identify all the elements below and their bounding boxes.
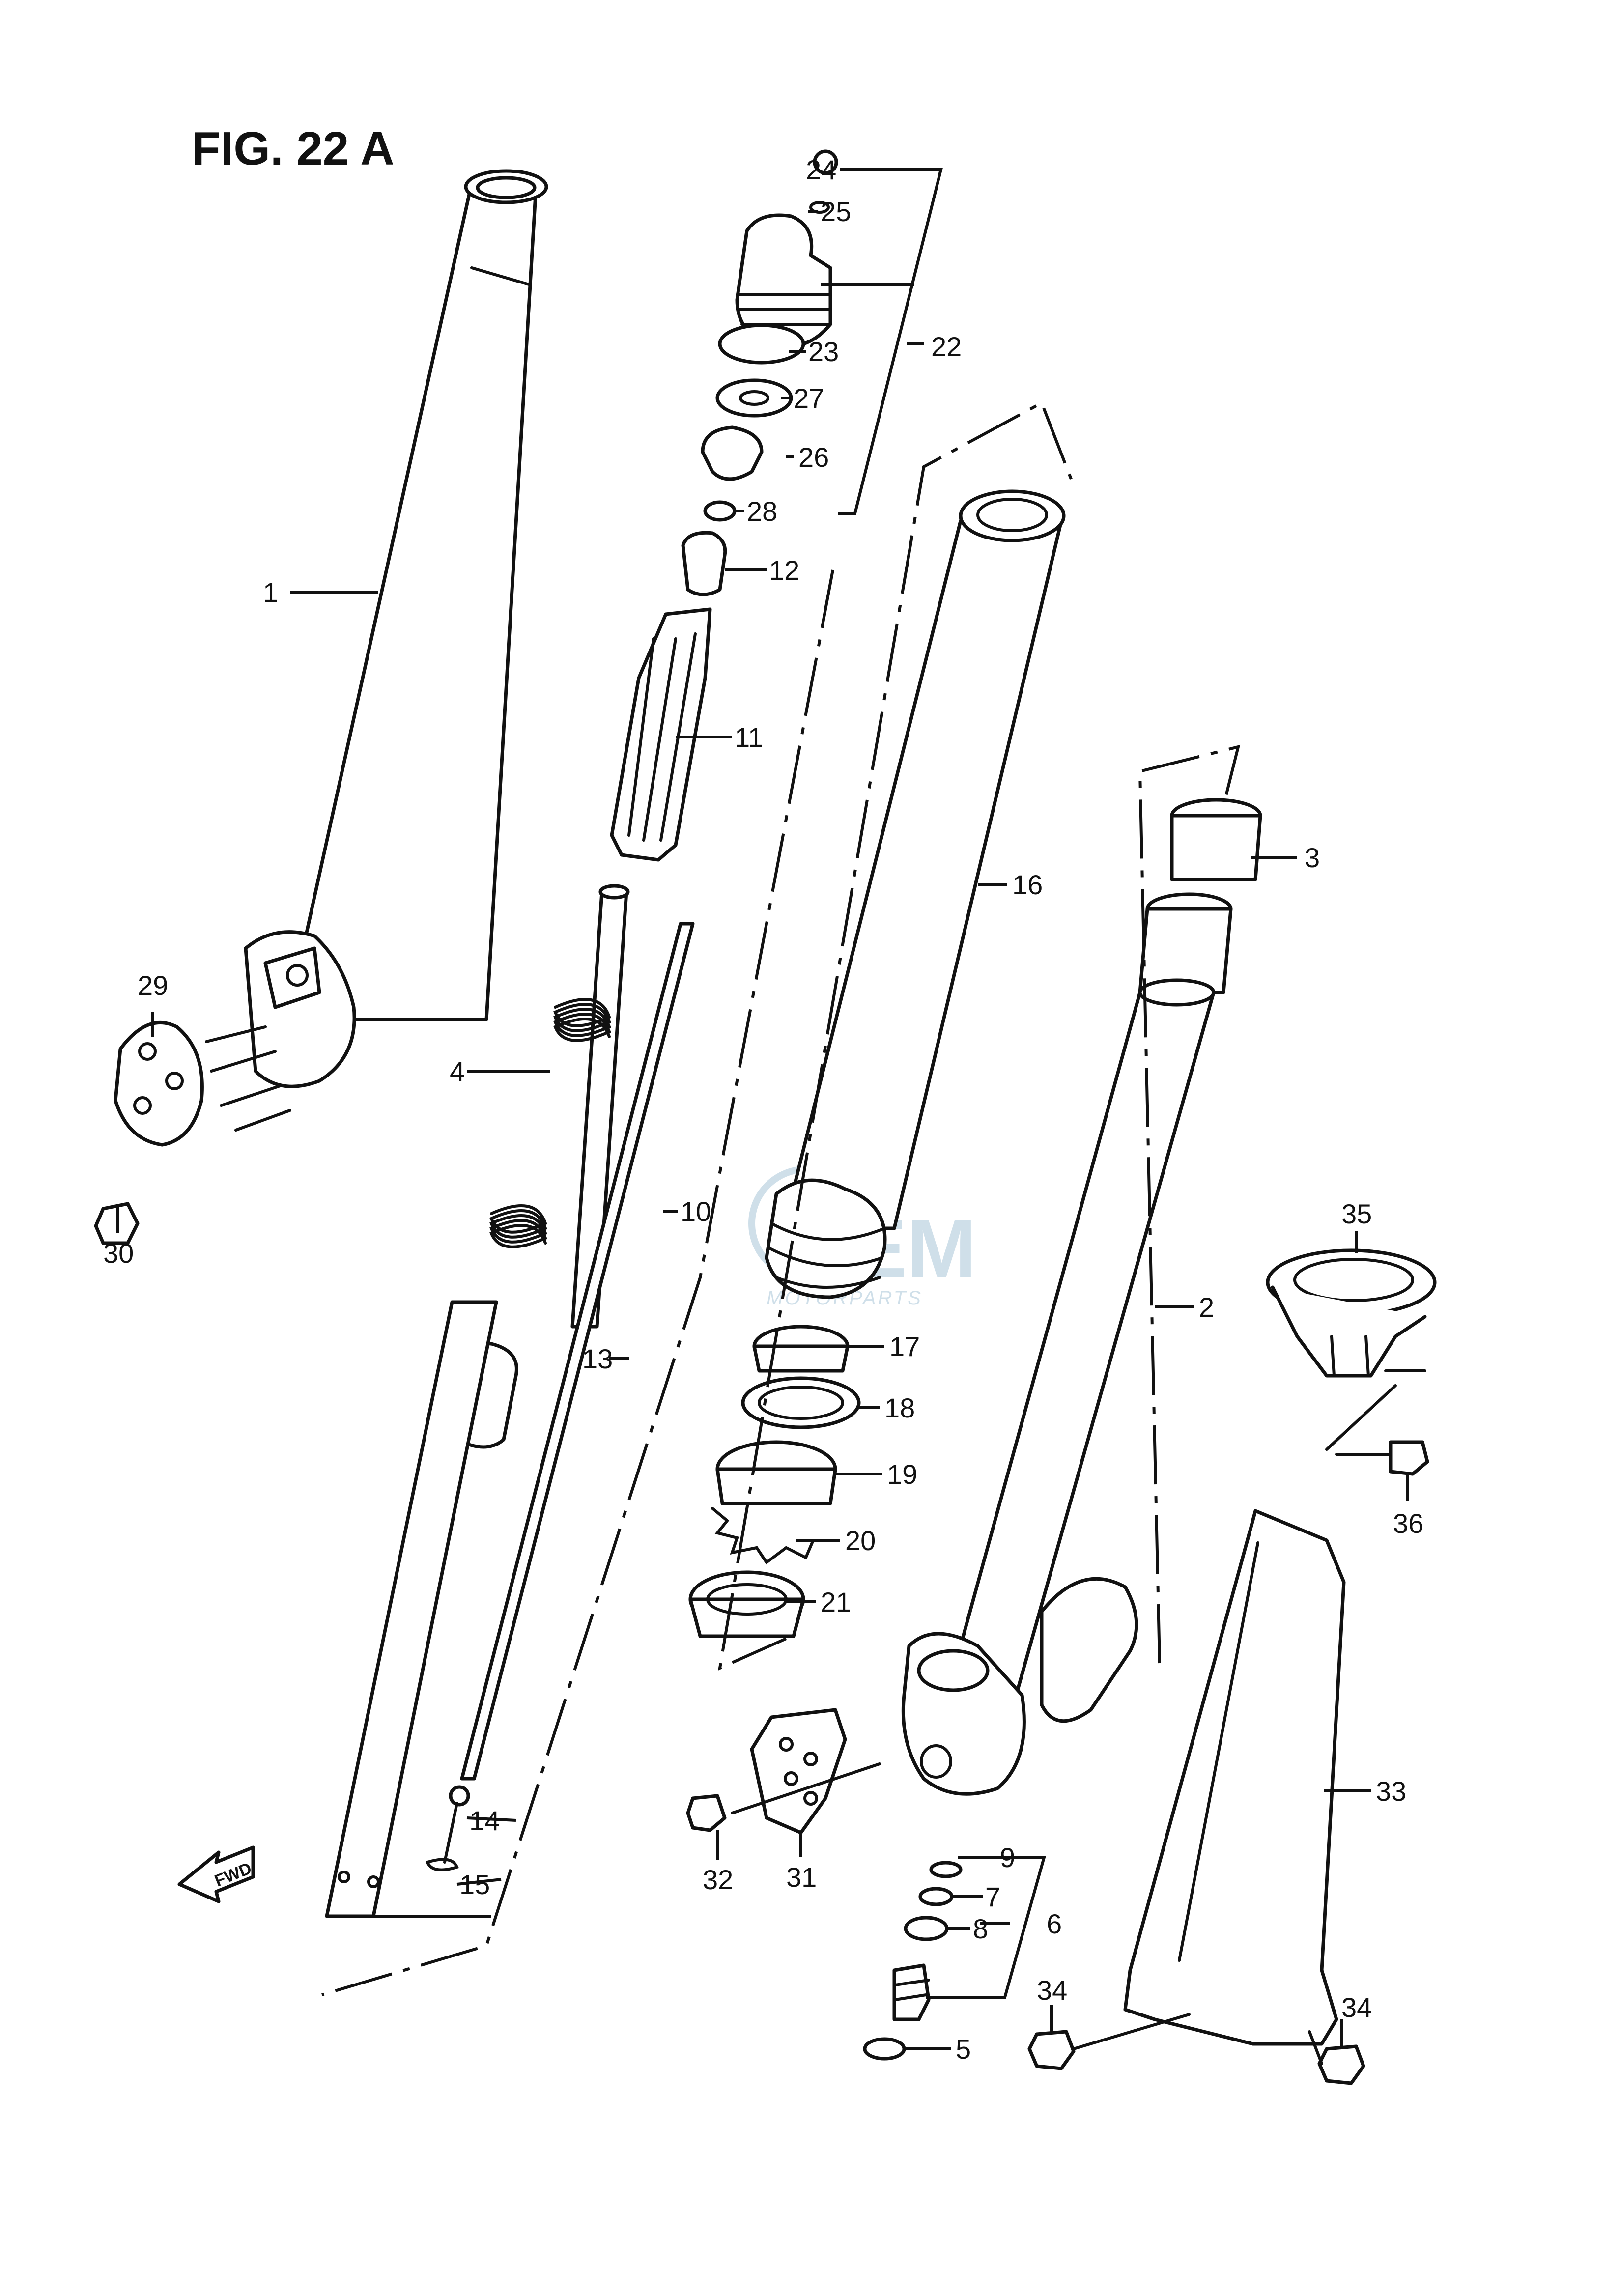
callout-26: 26 bbox=[798, 442, 829, 473]
callout-13: 13 bbox=[582, 1343, 613, 1374]
forward-arrow-icon: FWD bbox=[177, 1845, 255, 1903]
callout-22: 22 bbox=[931, 331, 962, 362]
cap-bolt-assembly-part-22 bbox=[701, 149, 838, 522]
seal-stack-parts-17-21 bbox=[688, 1325, 861, 1638]
callout-12: 12 bbox=[769, 555, 799, 586]
callout-30: 30 bbox=[103, 1238, 134, 1269]
fork-holder-part-29 bbox=[94, 1020, 291, 1245]
bracket-part-22 bbox=[821, 168, 943, 515]
bushings-part-3 bbox=[1138, 798, 1262, 994]
drain-bolt-parts-5-9 bbox=[863, 1861, 963, 2061]
callout-32: 32 bbox=[703, 1864, 733, 1895]
callout-34-right: 34 bbox=[1341, 1992, 1372, 2023]
callout-11: 11 bbox=[735, 722, 763, 753]
callout-18: 18 bbox=[884, 1392, 915, 1423]
callout-21: 21 bbox=[821, 1587, 851, 1617]
bracket-parts-14-15 bbox=[373, 1816, 516, 1918]
inner-tube-part-16 bbox=[765, 489, 1066, 1299]
callout-36: 36 bbox=[1393, 1508, 1423, 1539]
rod-part-13 bbox=[460, 922, 695, 1781]
callout-14: 14 bbox=[469, 1805, 500, 1836]
fork-clamp-part-35 bbox=[1266, 1248, 1437, 1451]
callout-25: 25 bbox=[821, 196, 851, 227]
bracket-part-6 bbox=[926, 1856, 1046, 1999]
clamp-bolt-part-36 bbox=[1335, 1440, 1429, 1476]
fork-guard-part-33 bbox=[1123, 1509, 1346, 2046]
figure-title: FIG. 22 A bbox=[192, 122, 395, 175]
callout-33: 33 bbox=[1376, 1776, 1406, 1807]
callout-17: 17 bbox=[889, 1331, 920, 1362]
callout-28: 28 bbox=[747, 496, 777, 527]
outer-slider-part-2 bbox=[901, 978, 1216, 1796]
callout-20: 20 bbox=[845, 1525, 876, 1556]
callout-29: 29 bbox=[138, 970, 168, 1001]
callout-10: 10 bbox=[681, 1196, 711, 1227]
assembly-reference-lines bbox=[321, 400, 1241, 1996]
callout-24: 24 bbox=[806, 154, 836, 185]
callout-labels: 1 2 3 4 5 6 7 8 9 10 11 12 13 14 15 16 1… bbox=[103, 154, 1423, 2065]
callout-leader-lines bbox=[116, 210, 1409, 2050]
outer-tube-part-1 bbox=[244, 169, 548, 1088]
callout-15: 15 bbox=[459, 1869, 490, 1900]
callout-19: 19 bbox=[887, 1459, 917, 1490]
callout-4: 4 bbox=[450, 1056, 465, 1087]
callout-34-left: 34 bbox=[1037, 1975, 1067, 2006]
callout-31: 31 bbox=[786, 1862, 817, 1893]
callout-23: 23 bbox=[808, 336, 839, 367]
damper-nut-part-12 bbox=[681, 531, 727, 596]
callout-3: 3 bbox=[1305, 842, 1320, 873]
callout-35: 35 bbox=[1341, 1198, 1372, 1229]
callout-7: 7 bbox=[985, 1881, 1000, 1912]
valve-parts-14-15 bbox=[425, 1785, 470, 1871]
callout-16: 16 bbox=[1012, 869, 1043, 900]
callout-27: 27 bbox=[794, 383, 824, 414]
callout-8: 8 bbox=[973, 1913, 988, 1944]
callout-9: 9 bbox=[1000, 1842, 1015, 1873]
damper-sleeve-part-11 bbox=[610, 607, 712, 862]
callout-2: 2 bbox=[1199, 1292, 1214, 1323]
callout-1: 1 bbox=[263, 577, 278, 608]
caliper-bracket-parts-31-32 bbox=[686, 1708, 881, 1835]
callout-5: 5 bbox=[956, 2034, 971, 2065]
callout-6: 6 bbox=[1047, 1908, 1062, 1939]
guard-bolts-part-34 bbox=[1027, 2013, 1365, 2085]
